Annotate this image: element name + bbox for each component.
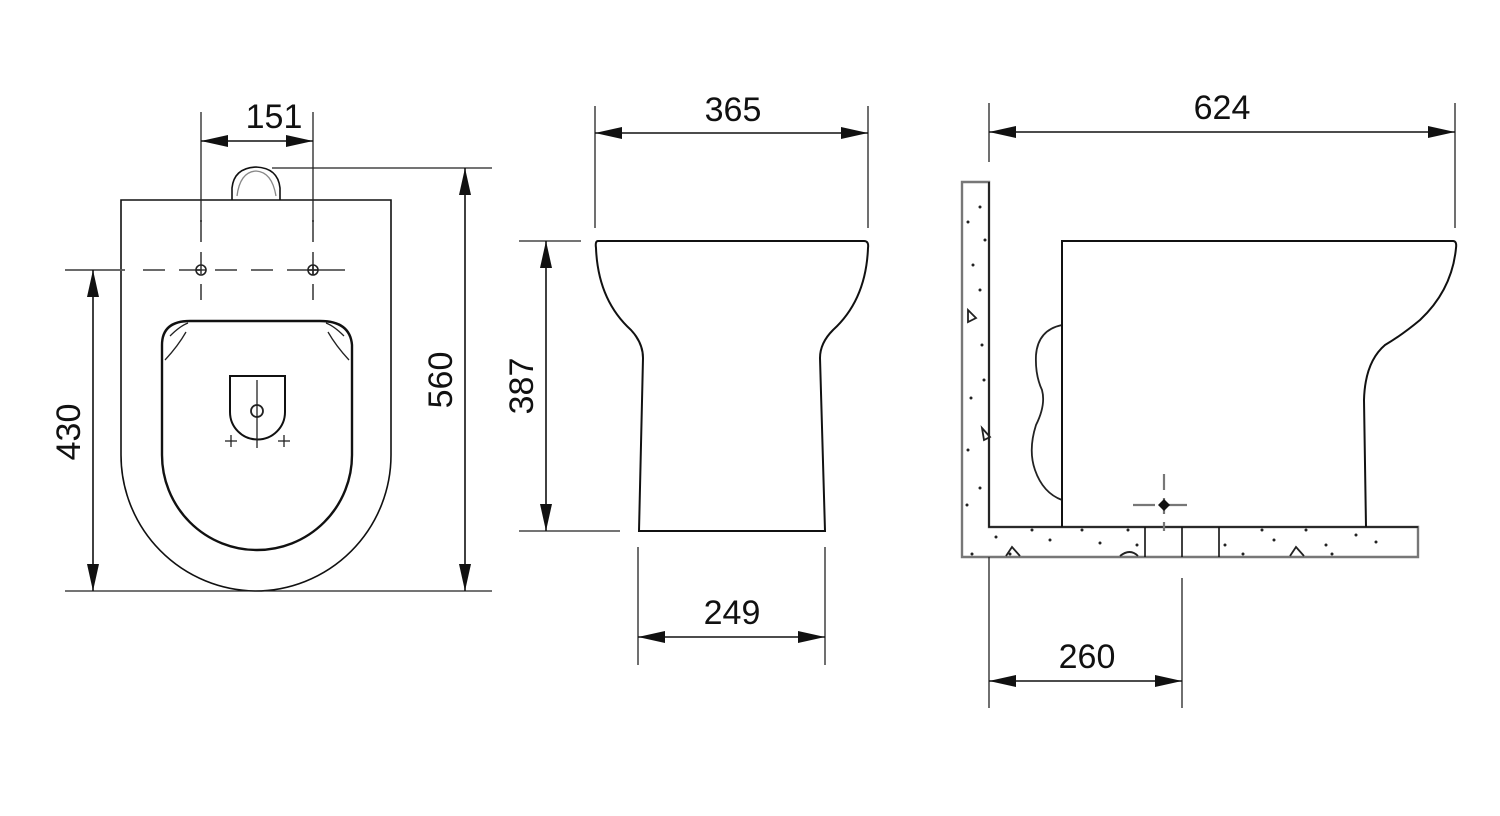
dim-overall-projection: 624 [1194,89,1251,127]
trap-symbol [229,375,286,441]
bowl-opening [160,319,354,552]
outlet-centre-marker [1158,499,1170,511]
dim-base-width: 249 [704,594,761,632]
concrete-hatch [965,205,1378,557]
dim-top-width: 365 [705,91,762,129]
dim-overall-depth: 560 [422,352,460,409]
dim-wall-to-outlet: 260 [1059,638,1116,676]
wall-floor-section [960,180,1420,559]
top-view: 151 560 430 [50,98,492,592]
dim-height: 387 [503,358,541,415]
pan-side-outline [1061,240,1458,528]
dim-fixing-to-front: 430 [50,404,88,461]
inlet-connector [1030,324,1063,501]
pan-front-outline [594,240,870,532]
dim-fixing-centres: 151 [246,98,303,136]
side-view: 624 260 [960,89,1458,708]
inlet-spigot [231,166,281,200]
front-view: 365 387 249 [503,91,870,665]
